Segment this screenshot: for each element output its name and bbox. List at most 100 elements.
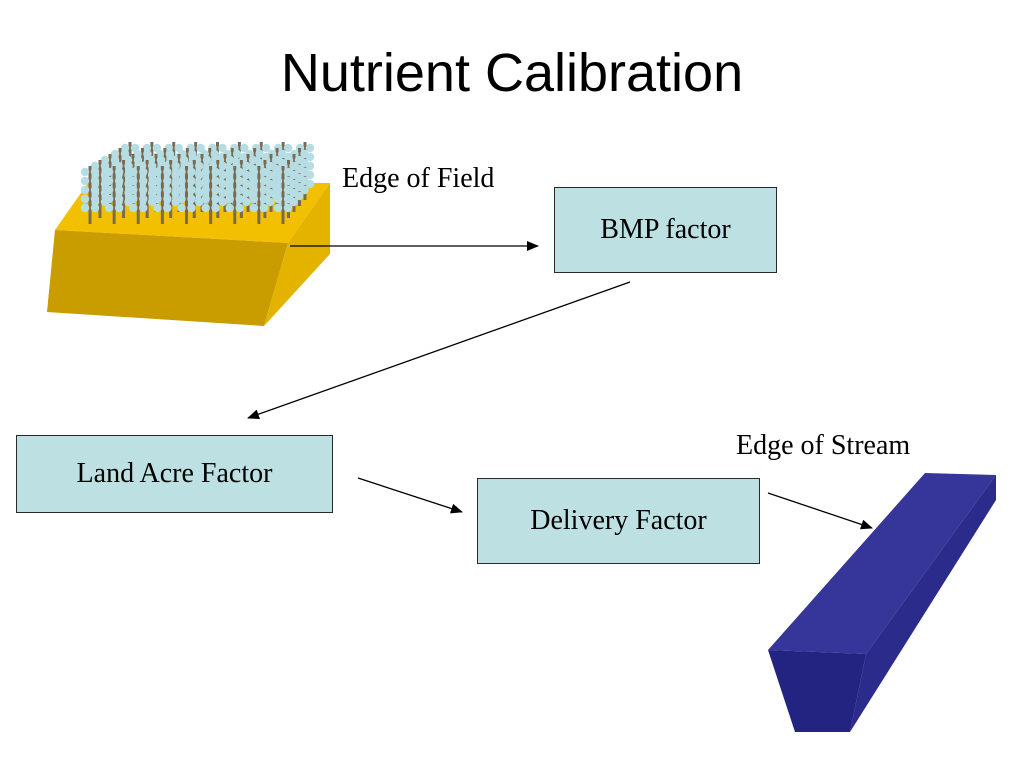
crop-stem xyxy=(185,166,188,224)
crop-leaf xyxy=(129,203,138,213)
crop-leaf xyxy=(90,194,100,204)
crop-stem xyxy=(257,166,261,224)
crop-leaf xyxy=(211,167,220,177)
crop-leaf xyxy=(114,185,124,195)
crop-leaf xyxy=(201,185,210,195)
crop-leaf xyxy=(114,176,124,186)
crop-leaf xyxy=(195,179,204,189)
crop-leaf xyxy=(300,149,309,159)
crop-leaf xyxy=(271,155,281,165)
arrow-bmp-to-land-acre xyxy=(247,281,631,420)
crop-leaf xyxy=(305,143,315,153)
land-acre-factor-text: Land Acre Factor xyxy=(76,458,273,489)
crop-leaf xyxy=(153,167,162,177)
crop-leaf xyxy=(201,203,210,213)
crop-leaf xyxy=(153,203,162,213)
crop-leaf xyxy=(242,197,251,207)
crop-stem xyxy=(88,166,92,224)
crop-leaf xyxy=(195,161,204,171)
crop-leaf xyxy=(235,185,244,195)
delivery-factor-box: Delivery Factor xyxy=(477,478,760,564)
land-acre-factor-box: Land Acre Factor xyxy=(16,435,333,513)
crop-leaf xyxy=(139,194,148,204)
crop-leaf xyxy=(100,155,110,165)
crop-leaf xyxy=(80,194,90,204)
crop-leaf xyxy=(277,149,287,159)
crop-leaf xyxy=(165,149,175,159)
crop-leaf xyxy=(211,185,220,195)
crop-leaf xyxy=(139,176,148,186)
crop-leaf xyxy=(248,155,258,165)
crop-leaf xyxy=(177,203,186,213)
crop-leaf xyxy=(129,185,138,195)
crop-leaf xyxy=(177,194,186,204)
edge-of-field-label: Edge of Field xyxy=(342,163,495,194)
crop-leaf xyxy=(104,194,114,204)
crop-leaf xyxy=(242,161,251,171)
crop-leaf xyxy=(163,167,172,177)
crop-leaf xyxy=(201,194,210,204)
crop-leaf xyxy=(187,176,196,186)
crop-leaf xyxy=(80,203,90,213)
crop-leaf xyxy=(202,155,212,165)
crop-leaf xyxy=(196,143,205,153)
crop-leaf xyxy=(289,161,298,171)
crop-leaf xyxy=(163,203,172,213)
slide-title: Nutrient Calibration xyxy=(280,43,744,103)
crop-leaf xyxy=(232,149,242,159)
crop-leaf xyxy=(218,161,228,171)
crop-leaf xyxy=(177,185,186,195)
crop-leaf xyxy=(195,188,204,198)
crop-leaf xyxy=(283,194,293,204)
crop-leaf xyxy=(249,167,259,177)
crop-leaf xyxy=(139,203,148,213)
crop-leaf xyxy=(195,197,204,207)
crop-leaf xyxy=(177,167,186,177)
crop-leaf xyxy=(188,149,197,159)
crop-leaf xyxy=(242,179,251,189)
crop-leaf xyxy=(273,185,283,195)
crop-leaf xyxy=(211,194,220,204)
crop-leaf xyxy=(80,176,90,186)
bmp-factor-box: BMP factor xyxy=(554,187,777,273)
crop-leaf xyxy=(225,167,234,177)
crop-leaf xyxy=(90,161,100,171)
crop-leaf xyxy=(242,188,251,198)
crop-leaf xyxy=(163,194,172,204)
crop-leaf xyxy=(235,176,244,186)
crop-stem xyxy=(160,166,164,224)
crop-leaf xyxy=(179,155,189,165)
crop-stem xyxy=(112,166,116,224)
crop-leaf xyxy=(163,176,172,186)
crop-leaf xyxy=(110,149,120,159)
crop-leaf xyxy=(147,161,157,171)
crop-leaf xyxy=(129,167,138,177)
crop-leaf xyxy=(225,185,234,195)
crop-leaf xyxy=(90,176,100,186)
crop-leaf xyxy=(235,194,244,204)
crop-leaf xyxy=(273,194,283,204)
crop-stem xyxy=(233,166,237,224)
crop-leaf xyxy=(187,167,196,177)
crop-leaf xyxy=(225,194,234,204)
crop-leaf xyxy=(139,167,148,177)
crop-leaf xyxy=(259,203,269,213)
crop-leaf xyxy=(156,155,166,165)
crop-leaf xyxy=(218,170,228,180)
crop-leaf xyxy=(129,176,138,186)
crop-leaf xyxy=(124,161,133,171)
edge-of-stream-label: Edge of Stream xyxy=(736,430,911,461)
crop-leaf xyxy=(259,176,269,186)
crop-leaf xyxy=(249,194,259,204)
crop-leaf xyxy=(187,194,196,204)
crop-leaf xyxy=(177,176,186,186)
crop-leaf xyxy=(90,203,100,213)
arrow-delivery-to-stream xyxy=(767,492,873,530)
crop-leaf xyxy=(210,149,219,159)
crop-leaf xyxy=(273,176,283,186)
crop-leaf xyxy=(187,203,196,213)
crop-leaf xyxy=(90,167,100,177)
crop-leaf xyxy=(242,170,251,180)
